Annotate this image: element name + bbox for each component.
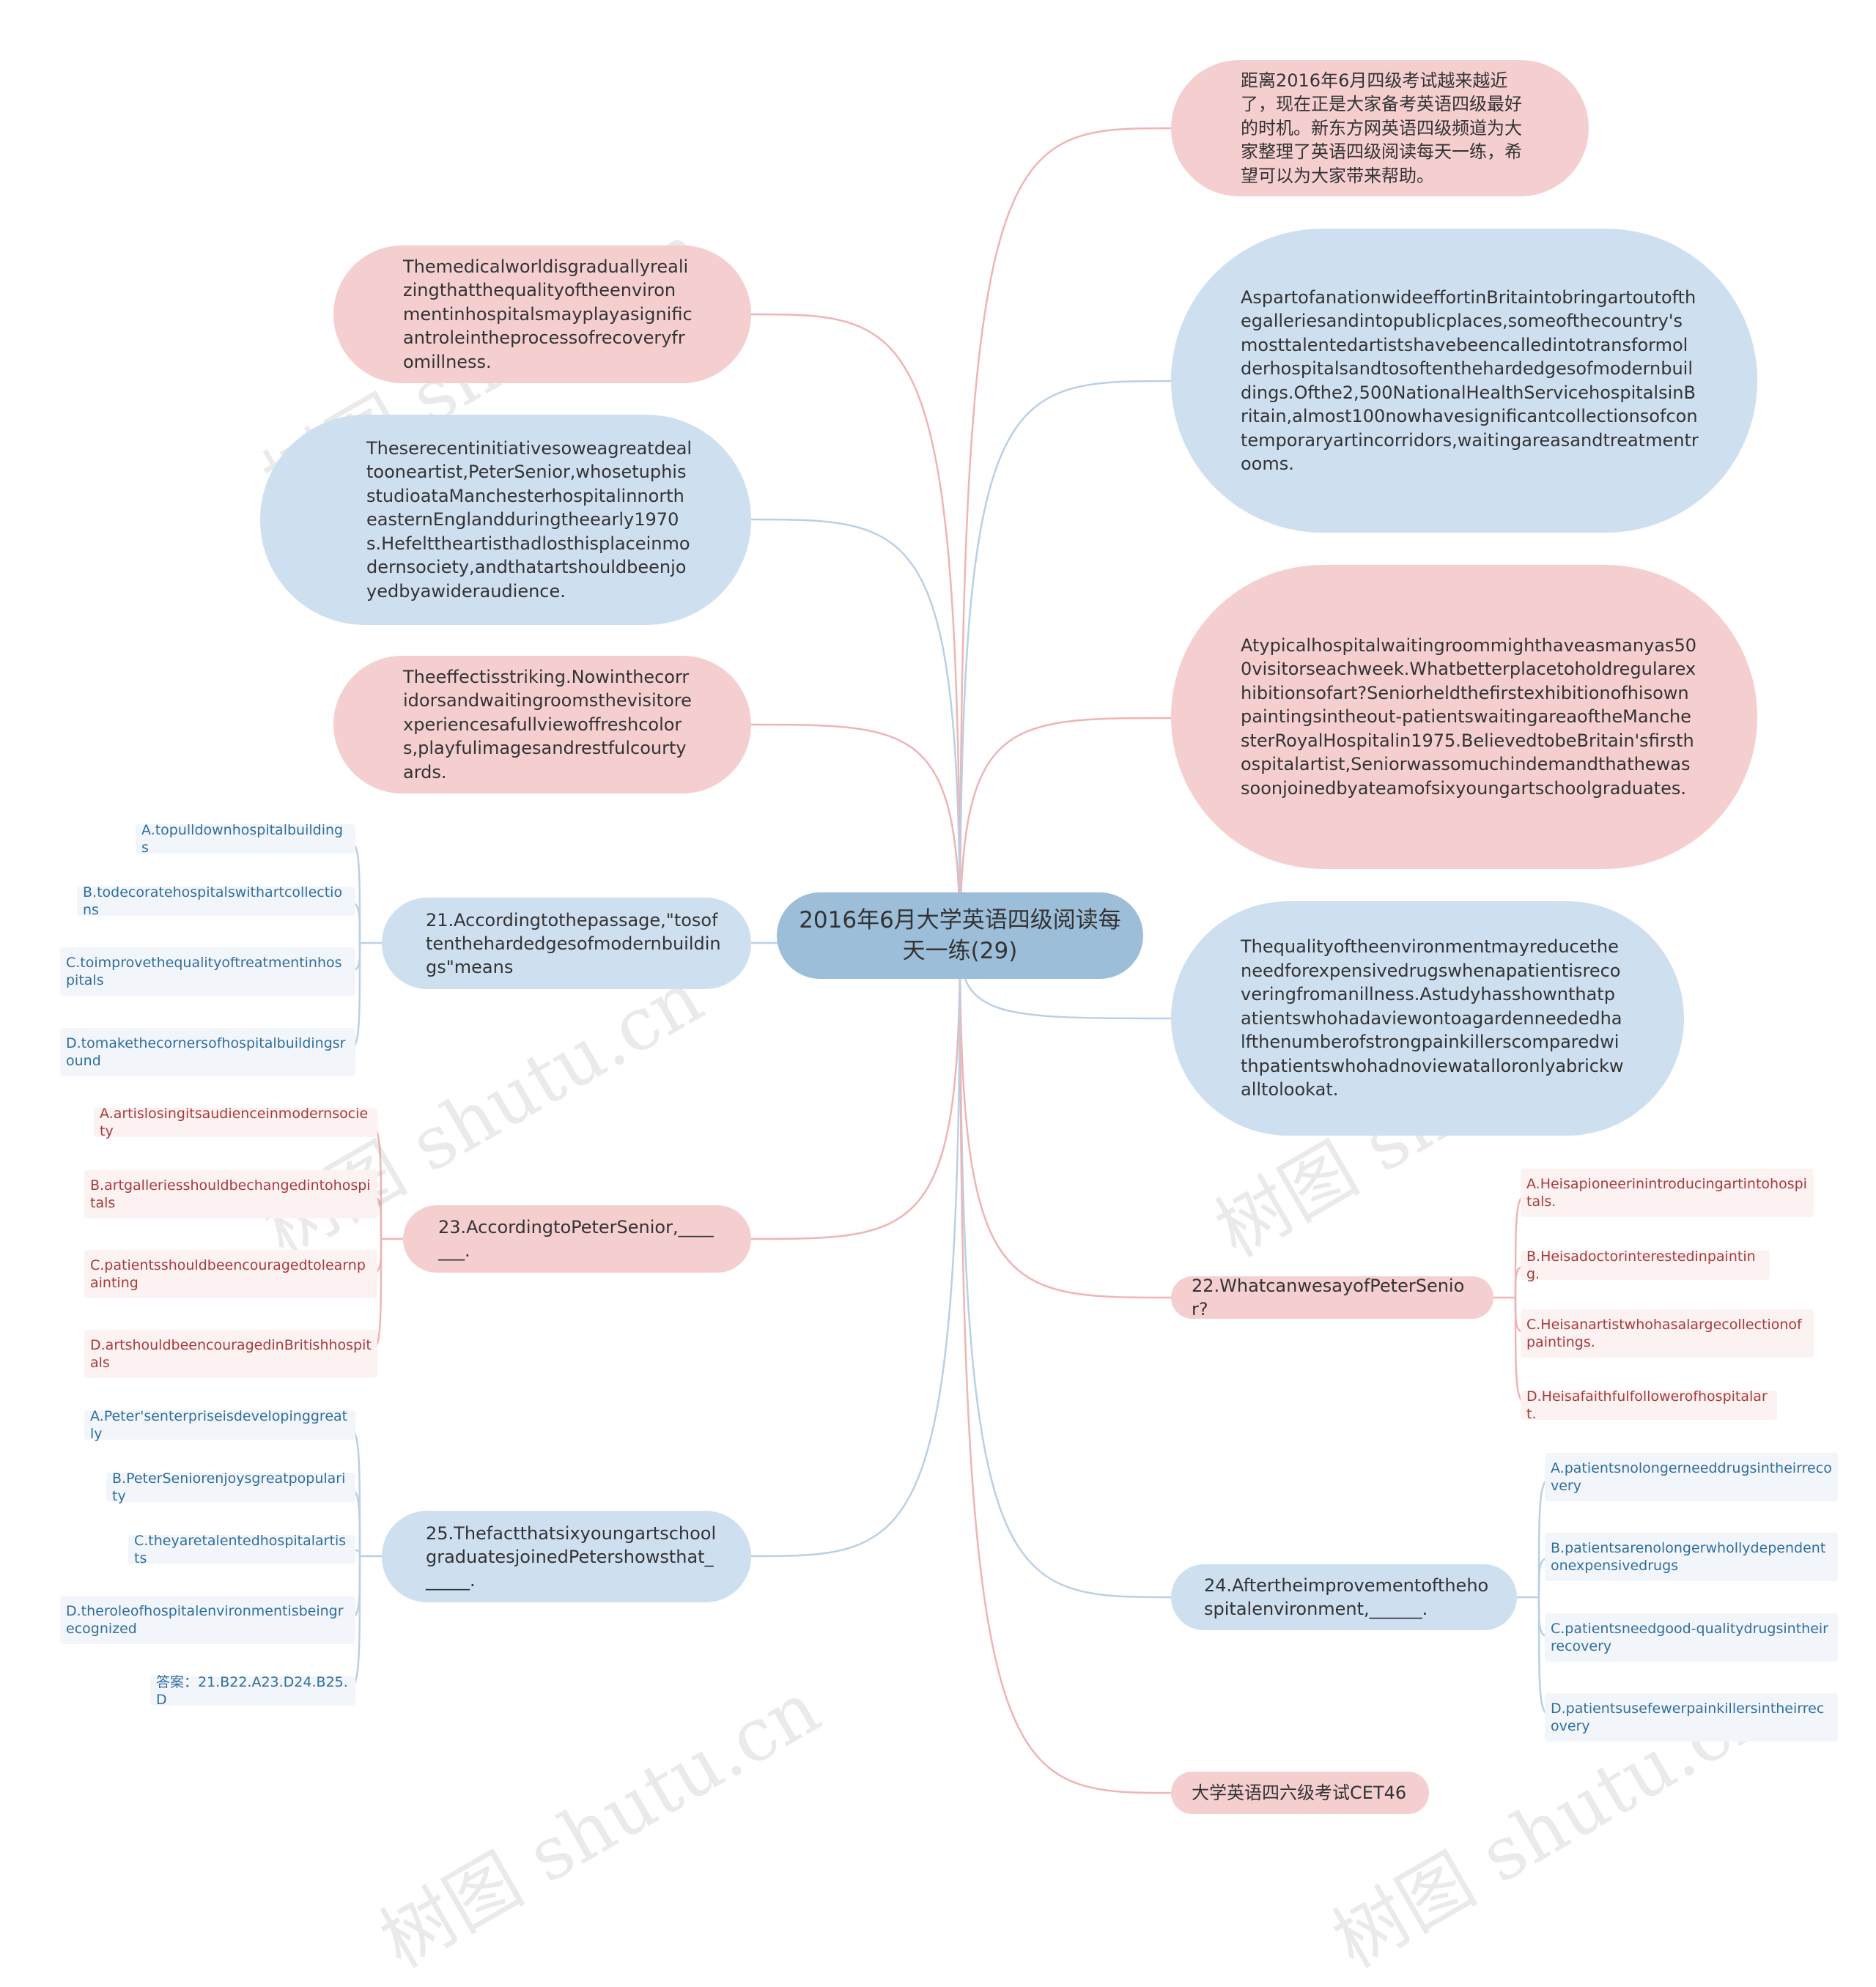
q25-option-d[interactable]: D.theroleofhospitalenvironmentisbeingrec… bbox=[60, 1596, 355, 1644]
central-topic[interactable]: 2016年6月大学英语四级阅读每天一练(29) bbox=[777, 892, 1143, 979]
option-text: A.topulldownhospitalbuildings bbox=[141, 822, 344, 856]
branch-line-left-0 bbox=[750, 313, 961, 946]
q22-option-d[interactable]: D.Heisafaithfulfollowerofhospitalart. bbox=[1521, 1388, 1777, 1422]
answer-key[interactable]: 答案：21.B22.A23.D24.B25.D bbox=[150, 1674, 355, 1708]
option-text: B.Heisadoctorinterestedinpainting. bbox=[1526, 1248, 1756, 1282]
topic-paragraph-1[interactable]: AspartofanationwideeffortinBritaintobrin… bbox=[1171, 229, 1757, 533]
q24-option-c[interactable]: C.patientsneedgood-qualitydrugsintheirre… bbox=[1545, 1613, 1838, 1662]
branch-line-right-6 bbox=[959, 944, 1172, 1794]
q21-option-d[interactable]: D.tomakethecornersofhospitalbuildingsrou… bbox=[60, 1028, 355, 1076]
branch-line-right-0 bbox=[959, 127, 1172, 946]
topic-intro-text: 距离2016年6月四级考试越来越近了，现在正是大家备考英语四级最好的时机。新东方… bbox=[1241, 70, 1522, 186]
q23-option-c[interactable]: C.patientsshouldbeencouragedtolearnpaint… bbox=[84, 1250, 377, 1298]
question-21-text: 21.Accordingtothepassage,"tosoftenthehar… bbox=[426, 909, 721, 977]
q25-option-c[interactable]: C.theyaretalentedhospitalartists bbox=[128, 1533, 355, 1566]
option-text: C.Heisanartistwhohasalargecollectionofpa… bbox=[1526, 1317, 1802, 1350]
central-topic-text: 2016年6月大学英语四级阅读每天一练(29) bbox=[799, 907, 1121, 964]
topic-paragraph-5[interactable]: Theeffectisstriking.Nowinthecorridorsand… bbox=[333, 656, 751, 793]
option-text: C.patientsneedgood-qualitydrugsintheirre… bbox=[1551, 1621, 1828, 1654]
option-text: D.Heisafaithfulfollowerofhospitalart. bbox=[1526, 1388, 1768, 1422]
question-22[interactable]: 22.WhatcanwesayofPeterSenior? bbox=[1171, 1276, 1493, 1320]
option-text: D.patientsusefewerpainkillersintheirreco… bbox=[1551, 1701, 1825, 1734]
q22-option-b[interactable]: B.Heisadoctorinterestedinpainting. bbox=[1521, 1248, 1770, 1282]
branch-line-right-4 bbox=[959, 944, 1172, 1299]
topic-paragraph-5-text: Theeffectisstriking.Nowinthecorridorsand… bbox=[403, 666, 692, 782]
topic-paragraph-0-text: Themedicalworldisgraduallyrealizingthatt… bbox=[403, 256, 693, 372]
option-text: B.patientsarenolongerwhollydependentonex… bbox=[1551, 1540, 1826, 1574]
topic-paragraph-0[interactable]: Themedicalworldisgraduallyrealizingthatt… bbox=[333, 245, 751, 383]
option-text: D.artshouldbeencouragedinBritishhospital… bbox=[90, 1337, 372, 1371]
q24-option-a[interactable]: A.patientsnolongerneeddrugsintheirrecove… bbox=[1545, 1453, 1838, 1501]
question-24[interactable]: 24.Aftertheimprovementofthehospitalenvir… bbox=[1171, 1564, 1517, 1630]
q23-option-a[interactable]: A.artislosingitsaudienceinmodernsociety bbox=[94, 1106, 377, 1139]
branch-line-left-2 bbox=[750, 723, 961, 946]
option-text: A.artislosingitsaudienceinmodernsociety bbox=[100, 1106, 369, 1139]
q22-option-a[interactable]: A.Heisapioneerinintroducingartintohospit… bbox=[1521, 1169, 1814, 1217]
q22-option-c[interactable]: C.Heisanartistwhohasalargecollectionofpa… bbox=[1521, 1309, 1814, 1358]
branch-line-right-2 bbox=[959, 717, 1172, 946]
question-23-text: 23.AccordingtoPeterSenior,_______. bbox=[438, 1217, 714, 1261]
topic-paragraph-4-text: Theserecentinitiativesoweagreatdealtoone… bbox=[366, 437, 693, 602]
question-25[interactable]: 25.Thefactthatsixyoungartschoolgraduates… bbox=[382, 1511, 751, 1602]
tag-cet46-text: 大学英语四六级考试CET46 bbox=[1192, 1783, 1407, 1803]
topic-paragraph-2-text: Atypicalhospitalwaitingroommighthaveasma… bbox=[1241, 634, 1697, 799]
tag-cet46[interactable]: 大学英语四六级考试CET46 bbox=[1171, 1772, 1429, 1814]
option-text: D.theroleofhospitalenvironmentisbeingrec… bbox=[66, 1603, 344, 1637]
option-text: A.Peter'senterpriseisdevelopinggreatly bbox=[90, 1408, 348, 1442]
question-22-text: 22.WhatcanwesayofPeterSenior? bbox=[1192, 1276, 1465, 1320]
option-text: C.toimprovethequalityoftreatmentinhospit… bbox=[66, 955, 342, 988]
answer-key-text: 答案：21.B22.A23.D24.B25.D bbox=[156, 1674, 348, 1708]
option-text: B.PeterSeniorenjoysgreatpopularity bbox=[112, 1470, 346, 1504]
branch-line-left-4 bbox=[750, 944, 961, 1240]
question-23[interactable]: 23.AccordingtoPeterSenior,_______. bbox=[403, 1205, 751, 1273]
q25-option-a[interactable]: A.Peter'senterpriseisdevelopinggreatly bbox=[84, 1408, 355, 1442]
q23-option-b[interactable]: B.artgalleriesshouldbechangedintohospita… bbox=[84, 1170, 377, 1218]
option-text: B.todecoratehospitalswithartcollections bbox=[83, 884, 343, 918]
q21-option-c[interactable]: C.toimprovethequalityoftreatmentinhospit… bbox=[60, 947, 355, 996]
q24-option-b[interactable]: B.patientsarenolongerwhollydependentonex… bbox=[1545, 1533, 1838, 1581]
q21-option-a[interactable]: A.topulldownhospitalbuildings bbox=[136, 822, 355, 856]
branch-line-right-1 bbox=[959, 380, 1172, 946]
topic-paragraph-2[interactable]: Atypicalhospitalwaitingroommighthaveasma… bbox=[1171, 565, 1757, 869]
option-text: C.theyaretalentedhospitalartists bbox=[134, 1533, 347, 1566]
option-text: B.artgalleriesshouldbechangedintohospita… bbox=[90, 1177, 371, 1211]
branch-line-left-5 bbox=[750, 944, 961, 1558]
option-text: D.tomakethecornersofhospitalbuildingsrou… bbox=[66, 1035, 346, 1069]
question-21[interactable]: 21.Accordingtothepassage,"tosoftenthehar… bbox=[382, 898, 751, 989]
question-24-text: 24.Aftertheimprovementofthehospitalenvir… bbox=[1204, 1575, 1489, 1619]
q24-option-d[interactable]: D.patientsusefewerpainkillersintheirreco… bbox=[1545, 1693, 1838, 1742]
branch-line-left-1 bbox=[750, 518, 961, 946]
topic-paragraph-3[interactable]: Thequalityoftheenvironmentmayreducethene… bbox=[1171, 901, 1684, 1136]
q21-option-b[interactable]: B.todecoratehospitalswithartcollections bbox=[77, 884, 355, 918]
branch-line-right-5 bbox=[959, 944, 1172, 1599]
option-text: A.patientsnolongerneeddrugsintheirrecove… bbox=[1551, 1460, 1832, 1494]
option-text: A.Heisapioneerinintroducingartintohospit… bbox=[1526, 1176, 1807, 1210]
option-text: C.patientsshouldbeencouragedtolearnpaint… bbox=[90, 1257, 366, 1291]
topic-paragraph-3-text: Thequalityoftheenvironmentmayreducethene… bbox=[1241, 936, 1624, 1100]
topic-paragraph-4[interactable]: Theserecentinitiativesoweagreatdealtoone… bbox=[260, 415, 751, 625]
q25-option-b[interactable]: B.PeterSeniorenjoysgreatpopularity bbox=[106, 1470, 355, 1504]
question-25-text: 25.Thefactthatsixyoungartschoolgraduates… bbox=[426, 1522, 717, 1591]
q23-option-d[interactable]: D.artshouldbeencouragedinBritishhospital… bbox=[84, 1330, 377, 1378]
topic-paragraph-1-text: AspartofanationwideeffortinBritaintobrin… bbox=[1241, 286, 1699, 475]
topic-intro[interactable]: 距离2016年6月四级考试越来越近了，现在正是大家备考英语四级最好的时机。新东方… bbox=[1171, 60, 1589, 196]
